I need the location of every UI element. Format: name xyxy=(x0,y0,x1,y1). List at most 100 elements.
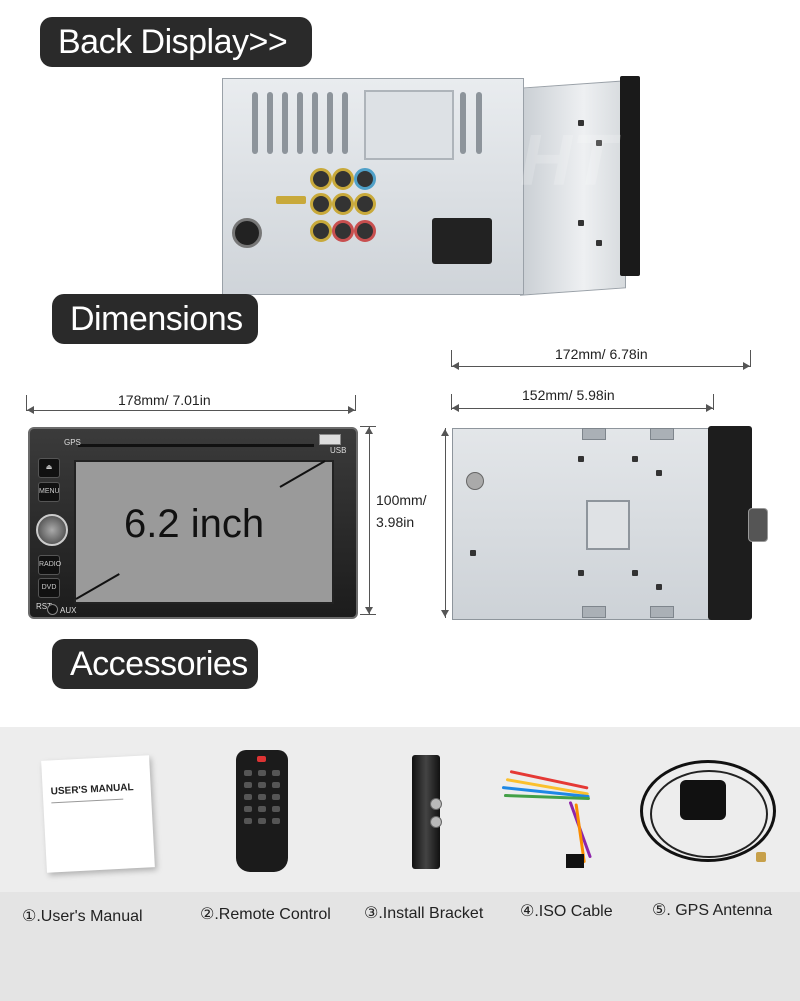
arrow-up-icon xyxy=(365,427,373,434)
iso-plug xyxy=(566,854,584,868)
side-chassis xyxy=(452,428,718,620)
remote-key xyxy=(272,806,280,812)
radio-button[interactable]: RADIO xyxy=(38,555,61,575)
aux-jack xyxy=(47,604,58,615)
menu-button[interactable]: MENU xyxy=(38,482,60,502)
remote-key xyxy=(258,782,266,788)
vent-slot xyxy=(312,92,318,154)
touch-screen xyxy=(74,460,334,604)
chassis-tab xyxy=(650,428,674,440)
chassis-front-edge xyxy=(620,76,640,276)
side-total-depth-label: 172mm/ 6.78in xyxy=(555,346,648,362)
chassis-tab xyxy=(650,606,674,618)
vent-slot xyxy=(267,92,273,154)
chassis-tab xyxy=(582,428,606,440)
mount-hole xyxy=(578,456,584,462)
mount-hole xyxy=(656,584,662,590)
remote-key xyxy=(272,794,280,800)
arrow-down-icon xyxy=(365,607,373,614)
bracket-body xyxy=(412,755,440,869)
watermark: HT xyxy=(520,121,616,201)
rca-jack xyxy=(354,168,376,190)
remote-key xyxy=(272,770,280,776)
gps-connector-tip xyxy=(756,852,766,862)
eject-button[interactable]: ⏏ xyxy=(38,458,60,478)
rca-jack xyxy=(310,168,332,190)
gps-receiver xyxy=(680,780,726,820)
bracket-screw xyxy=(430,816,442,828)
rca-jack xyxy=(332,193,354,215)
iso-connector-port xyxy=(432,218,492,264)
caption-gps-antenna: ⑤. GPS Antenna xyxy=(652,902,773,919)
bracket-screw xyxy=(430,798,442,810)
arrow-left-icon xyxy=(27,406,34,414)
remote-key xyxy=(258,770,266,776)
front-width-line xyxy=(26,410,356,411)
rca-jack xyxy=(354,220,376,242)
arrow-left-icon xyxy=(452,404,459,412)
dimension-tick xyxy=(451,350,452,366)
gps-connector xyxy=(276,196,306,204)
manual-line xyxy=(51,798,124,804)
dvd-button[interactable]: DVD xyxy=(38,578,60,598)
remote-key xyxy=(244,806,252,812)
aux-label: AUX xyxy=(60,606,77,615)
section-label-accessories: Accessories xyxy=(52,639,258,689)
arrow-left-icon xyxy=(452,362,459,370)
mount-hole xyxy=(632,570,638,576)
side-height-line xyxy=(445,428,446,618)
dimension-tick xyxy=(355,395,356,411)
chassis-tab xyxy=(582,606,606,618)
remote-power-button xyxy=(257,756,266,762)
dimension-tick xyxy=(26,395,27,411)
remote-key xyxy=(244,818,252,824)
remote-key xyxy=(244,794,252,800)
rca-jack xyxy=(332,168,354,190)
side-window xyxy=(586,500,630,550)
mount-hole xyxy=(578,220,584,226)
remote-key xyxy=(244,770,252,776)
vent-slot xyxy=(460,92,466,154)
rca-jack xyxy=(310,220,332,242)
gps-label: GPS xyxy=(64,438,81,447)
remote-key xyxy=(272,782,280,788)
usb-port xyxy=(319,434,341,445)
side-total-depth-line xyxy=(451,366,751,367)
vent-slot xyxy=(342,92,348,154)
manual-title: USER'S MANUAL xyxy=(50,782,134,798)
arrow-up-icon xyxy=(441,429,449,436)
vent-slot xyxy=(327,92,333,154)
rca-jack xyxy=(332,220,354,242)
dimension-tick xyxy=(713,394,714,410)
vent-slot xyxy=(297,92,303,154)
dimension-tick xyxy=(750,350,751,366)
remote-key xyxy=(258,818,266,824)
mount-hole xyxy=(578,120,584,126)
user-manual-image: USER'S MANUAL xyxy=(41,755,155,873)
remote-key xyxy=(258,806,266,812)
remote-key xyxy=(258,794,266,800)
front-height-line xyxy=(369,426,370,615)
arrow-right-icon xyxy=(706,404,713,412)
caption-iso-cable: ④.ISO Cable xyxy=(520,903,613,920)
dimension-tick xyxy=(451,394,452,410)
caption-remote-control: ②.Remote Control xyxy=(200,906,331,923)
mount-hole xyxy=(656,470,662,476)
mount-hole xyxy=(470,550,476,556)
mount-hole xyxy=(578,570,584,576)
arrow-right-icon xyxy=(743,362,750,370)
side-front-face xyxy=(708,426,752,620)
side-screw xyxy=(466,472,484,490)
side-body-depth-line xyxy=(451,408,714,409)
vent-slot xyxy=(476,92,482,154)
rca-jack xyxy=(354,193,376,215)
caption-user-manual: ①.User's Manual xyxy=(22,908,143,925)
front-height-label-in: 3.98in xyxy=(376,514,415,530)
volume-knob[interactable] xyxy=(36,514,68,546)
rca-jack xyxy=(310,193,332,215)
arrow-down-icon xyxy=(441,610,449,617)
mount-hole xyxy=(632,456,638,462)
caption-install-bracket: ③.Install Bracket xyxy=(364,905,484,922)
remote-key xyxy=(272,818,280,824)
gps-cable-coil xyxy=(640,760,776,862)
